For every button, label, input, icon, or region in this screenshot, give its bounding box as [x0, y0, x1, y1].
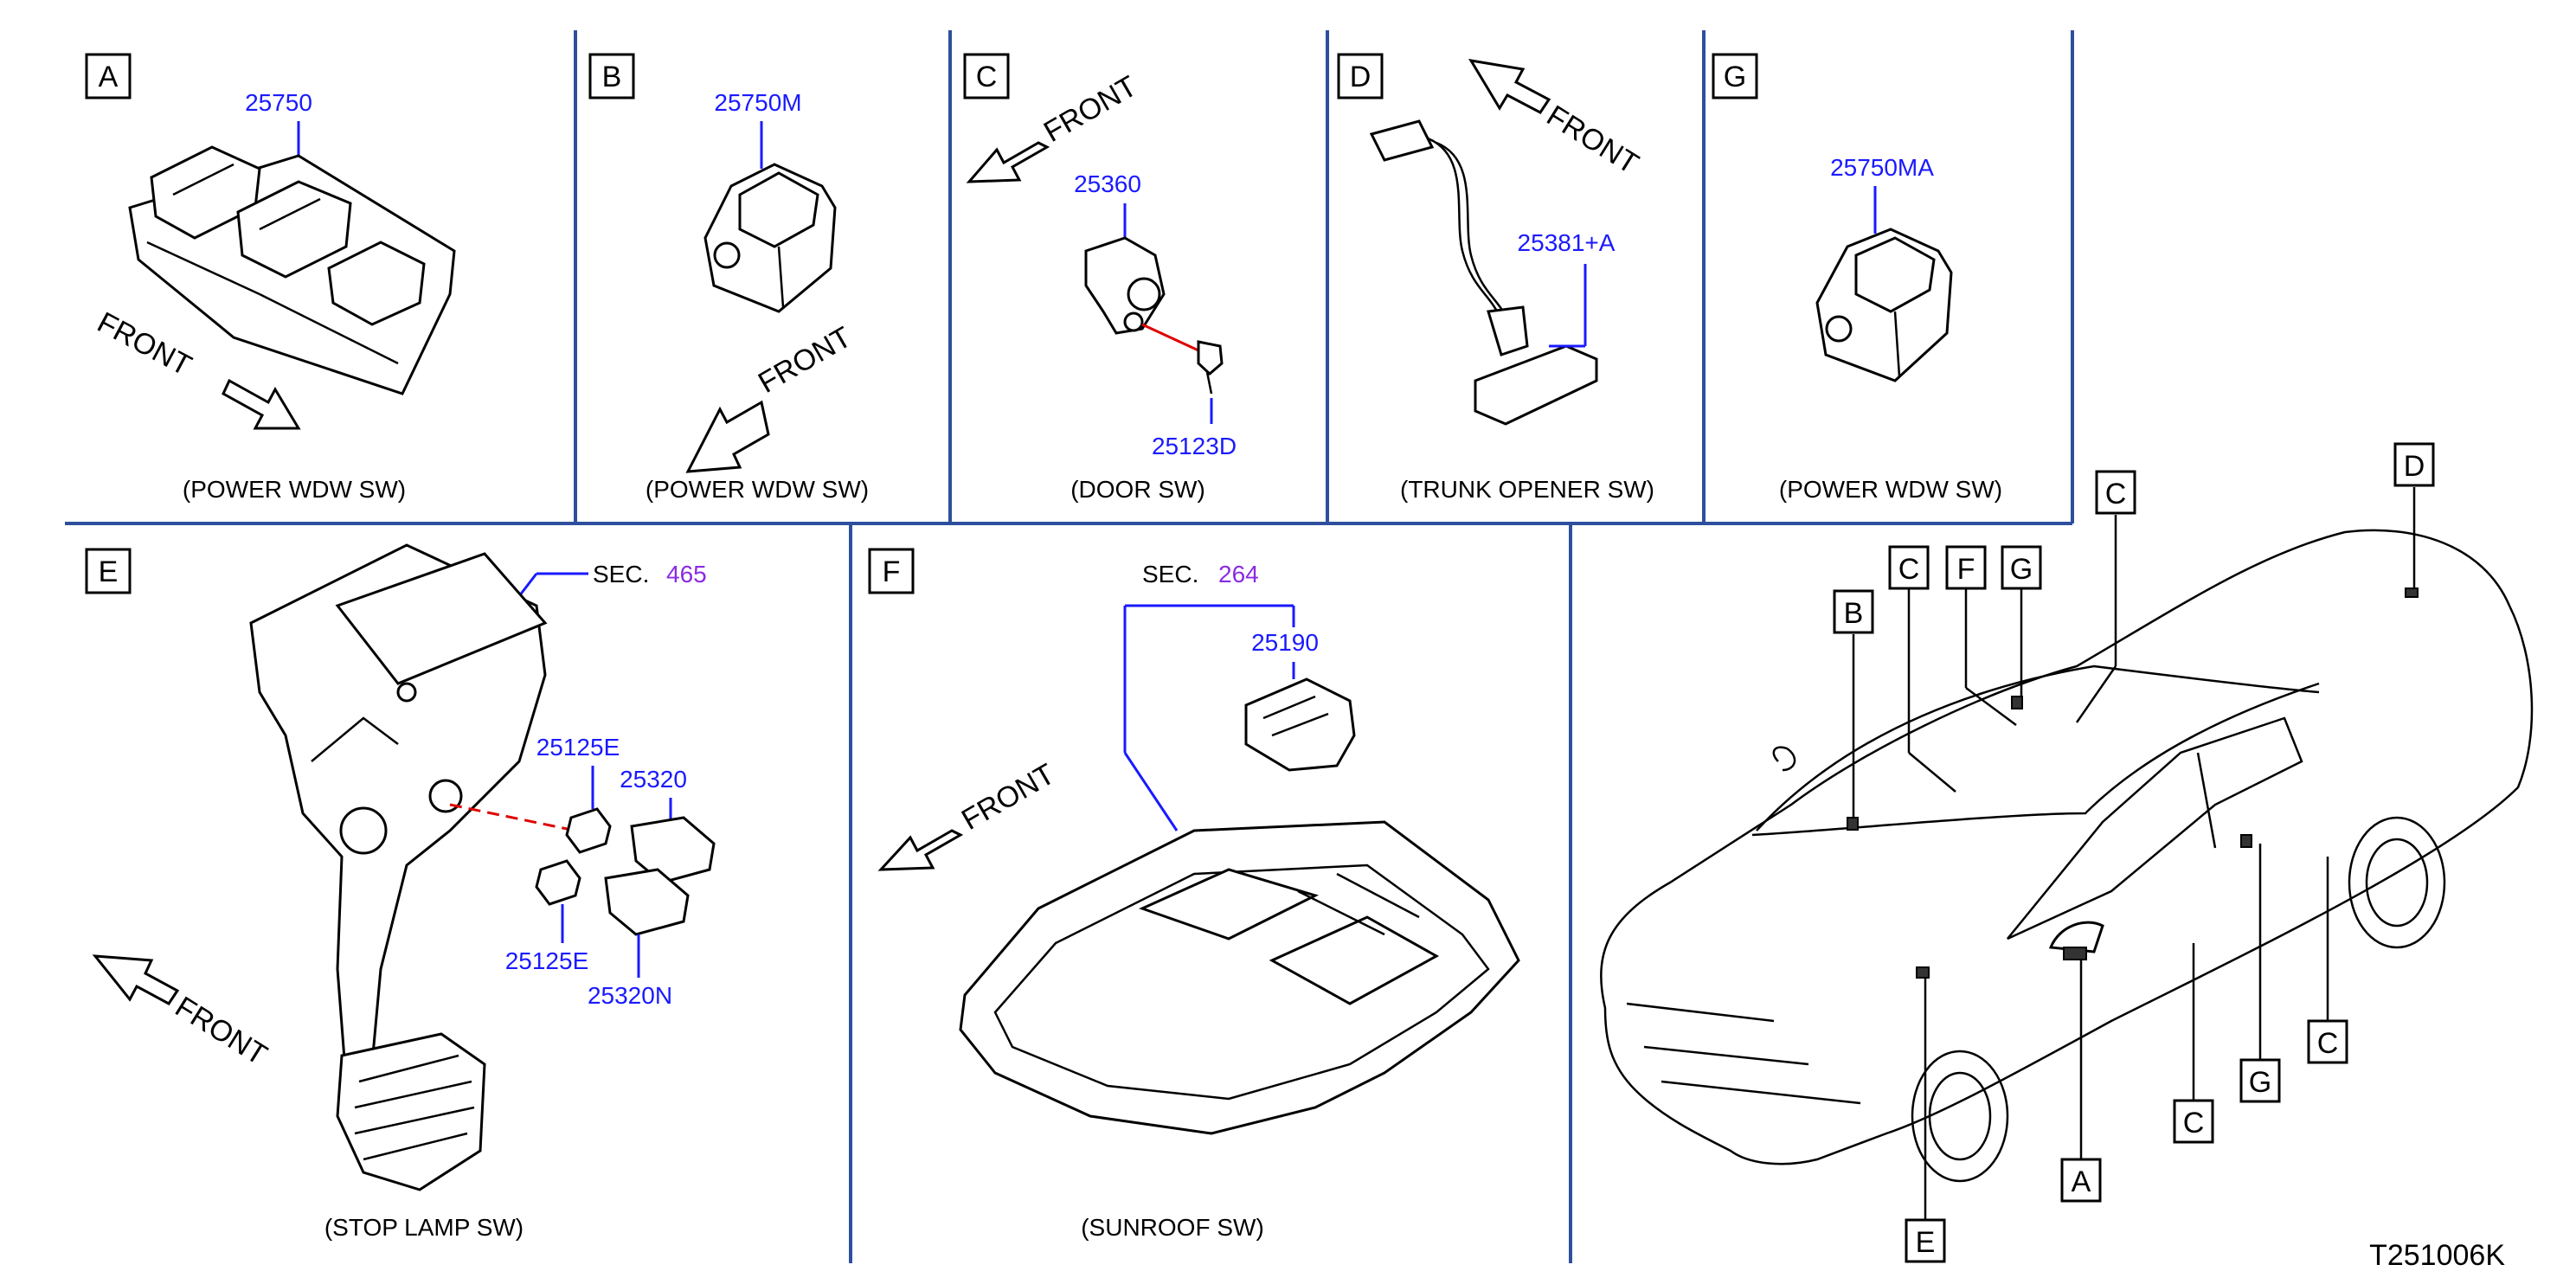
part-number-25750ma: 25750MA: [1830, 154, 1934, 181]
sunroof-switch: [1244, 677, 1356, 772]
panel-e-caption: (STOP LAMP SW): [324, 1214, 524, 1241]
callout-f: [1945, 545, 1987, 590]
panel-e-front-arrow: [92, 954, 180, 1005]
reference-line: [449, 803, 576, 832]
callout-label: C: [2183, 1107, 2205, 1140]
panel-e-sec-number: 465: [666, 561, 707, 587]
car-body: [1600, 529, 2534, 1165]
panel-c-letter: C: [976, 61, 998, 93]
brake-pedal-assembly: [249, 543, 576, 1191]
callout-c-rear: [2307, 1019, 2348, 1064]
callout-label: D: [2404, 450, 2425, 483]
panel-f-caption: (SUNROOF SW): [1081, 1214, 1264, 1241]
panel-a-front-label: FRONT: [92, 306, 196, 383]
panel-e-letter-box: [85, 548, 132, 594]
part-number-25750: 25750: [245, 89, 312, 116]
panel-dividers: [65, 30, 2074, 1263]
trunk-opener-switch: [1369, 119, 1598, 426]
callout-e: [1905, 1218, 1946, 1263]
panel-b-letter-box: [588, 53, 635, 100]
panel-f-sec-label: SEC.: [1142, 561, 1198, 587]
callout-c-rear-door: [2173, 1099, 2214, 1144]
reference-line: [1141, 323, 1199, 352]
panel-c-front-arrow: [966, 141, 1050, 183]
vehicle-overview: [1600, 529, 2534, 1183]
panel-d-caption: (TRUNK OPENER SW): [1400, 476, 1654, 503]
panel-d-letter: D: [1350, 61, 1372, 93]
callout-g-roof: [2001, 545, 2042, 590]
callout-a: [2060, 1158, 2102, 1203]
panel-c-caption: (DOOR SW): [1070, 476, 1205, 503]
part-number-25123d: 25123D: [1152, 433, 1237, 459]
power-window-switch-g: [1815, 228, 1953, 382]
panel-c: C FRONT 25360 25123D (DOOR SW): [963, 53, 1237, 503]
panel-f-letter-box: [868, 548, 915, 594]
panel-g-letter-box: [1712, 53, 1758, 100]
callout-c-windshield: [1888, 545, 1930, 590]
panel-d-front-label: FRONT: [1541, 100, 1644, 181]
callout-label: F: [1957, 553, 1975, 586]
callout-label: G: [2249, 1066, 2271, 1099]
panel-d: D FRONT 25381+A (TRUNK OPENER SW): [1337, 53, 1654, 503]
panel-f: F SEC. 264 25190 FRONT (SUNROOF SW): [868, 548, 1520, 1241]
overhead-console: [959, 820, 1520, 1135]
stop-lamp-switches: [535, 807, 716, 936]
part-number-25750m: 25750M: [714, 89, 801, 116]
panel-d-front-arrow: [1468, 58, 1551, 114]
panel-c-front-label: FRONT: [1038, 69, 1142, 148]
part-number-25360: 25360: [1074, 170, 1141, 197]
drawing-number: T251006K: [2369, 1239, 2505, 1272]
panel-a: A 25750 FRONT (POWER WDW SW): [85, 53, 456, 503]
car-callouts: C D B C F G C G C A E: [1833, 442, 2435, 1263]
panel-f-sec-number: 264: [1218, 561, 1259, 587]
callout-label: E: [1916, 1226, 1936, 1259]
panel-b-front-label: FRONT: [753, 320, 857, 399]
callout-c-roof: [2095, 470, 2136, 515]
panel-c-letter-box: [963, 53, 1010, 100]
panel-b: B 25750M FRONT (POWER WDW SW): [588, 53, 869, 503]
part-number-25190: 25190: [1251, 629, 1319, 656]
power-window-switch-master: [128, 145, 456, 395]
callout-d-trunk: [2393, 442, 2435, 487]
panel-a-caption: (POWER WDW SW): [183, 476, 406, 503]
panel-a-front-arrow: [222, 378, 301, 430]
panel-g-caption: (POWER WDW SW): [1779, 476, 2002, 503]
panel-e: E SEC. 465 25125E 25320 25125E 2532: [85, 543, 716, 1241]
callout-label: G: [2010, 553, 2033, 586]
panel-g: G 25750MA (POWER WDW SW): [1712, 53, 2002, 503]
callout-g-door: [2239, 1058, 2281, 1103]
panel-g-letter: G: [1724, 61, 1746, 93]
panel-f-letter: F: [883, 555, 901, 588]
door-switch: [1084, 236, 1224, 395]
callout-label: B: [1844, 597, 1864, 630]
panel-a-letter-box: [85, 53, 132, 100]
panel-f-front-label: FRONT: [956, 757, 1060, 836]
callout-b: [1833, 589, 1874, 634]
panel-e-front-label: FRONT: [170, 991, 273, 1072]
part-number-25381a: 25381+A: [1518, 229, 1616, 256]
callout-label: C: [2317, 1027, 2339, 1060]
callout-label: C: [1898, 553, 1920, 586]
part-number-25125e-upper: 25125E: [536, 734, 620, 761]
panel-a-letter: A: [99, 61, 119, 93]
panel-b-letter: B: [602, 61, 622, 93]
part-number-25125e-lower: 25125E: [505, 947, 589, 974]
panel-d-letter-box: [1337, 53, 1384, 100]
panel-e-sec-label: SEC.: [593, 561, 649, 587]
part-number-25320: 25320: [620, 766, 687, 793]
panel-b-caption: (POWER WDW SW): [646, 476, 869, 503]
part-number-25320n: 25320N: [588, 982, 672, 1009]
panel-b-front-arrow: [685, 400, 770, 473]
callout-label: A: [2072, 1165, 2091, 1198]
panel-f-front-arrow: [877, 829, 964, 871]
callout-label: C: [2105, 478, 2127, 510]
panel-e-letter: E: [99, 555, 119, 588]
power-window-switch-b: [703, 163, 837, 313]
